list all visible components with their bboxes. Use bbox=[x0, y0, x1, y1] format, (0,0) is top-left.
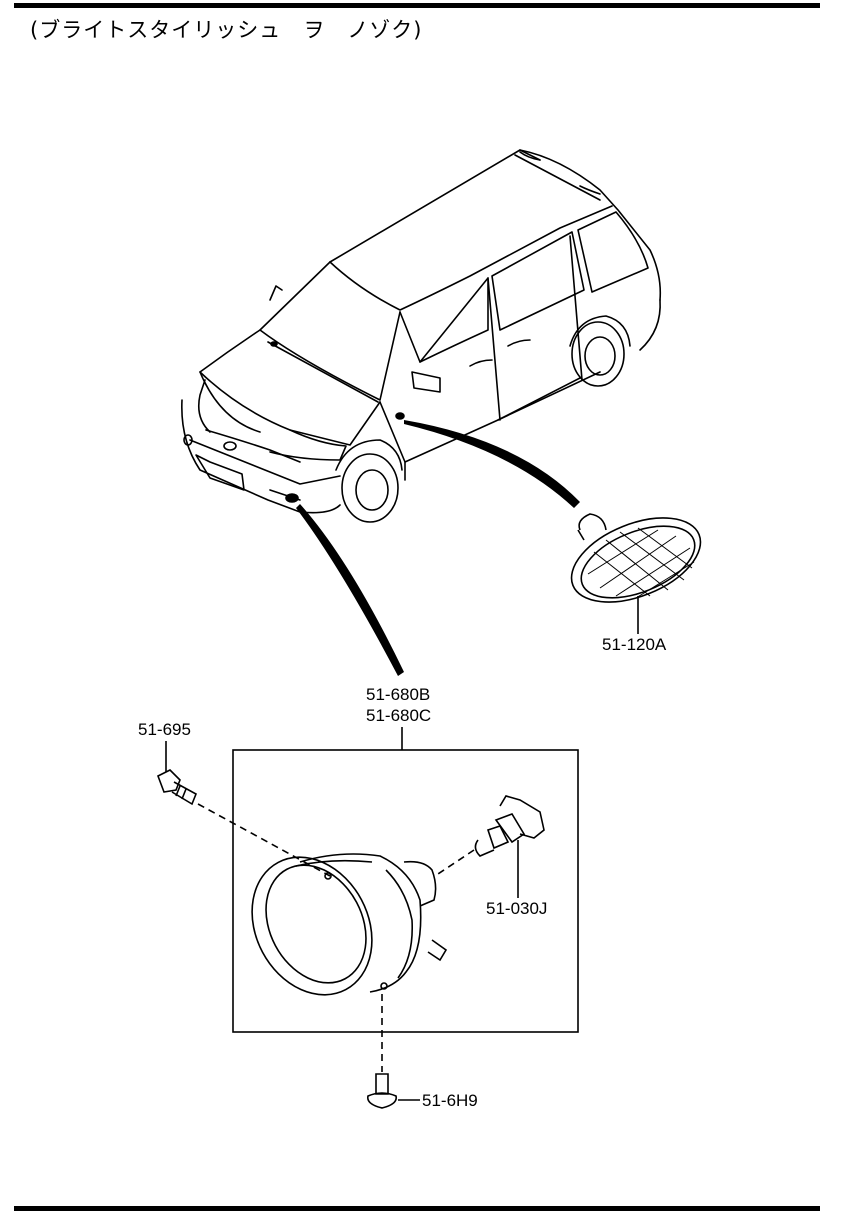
callout-51-680B: 51-680B bbox=[366, 685, 430, 704]
fog-lamp-assembly-box bbox=[232, 749, 579, 1033]
adjust-screw-dash-line bbox=[197, 803, 331, 877]
mount-screw-part bbox=[366, 1073, 398, 1109]
callout-51-695: 51-695 bbox=[138, 720, 191, 739]
callout-51-6H9: 51-6H9 bbox=[422, 1091, 478, 1110]
callout-51-120A: 51-120A bbox=[602, 635, 667, 654]
callout-51-680C: 51-680C bbox=[366, 706, 431, 725]
page-title: (ブライトスタイリッシュ ヲ ノゾク) bbox=[30, 18, 423, 42]
adjust-screw-part bbox=[156, 769, 198, 806]
fog-lamp-leader bbox=[296, 504, 404, 676]
side-lamp-leader bbox=[404, 420, 580, 508]
fog-lamp-part bbox=[251, 853, 448, 996]
side-turn-lamp-part bbox=[570, 513, 702, 603]
fog-bulb-part bbox=[474, 795, 545, 857]
bulb-dash-line bbox=[437, 849, 475, 875]
top-rule bbox=[14, 3, 820, 8]
callout-51-030J: 51-030J bbox=[486, 899, 547, 918]
bottom-rule bbox=[14, 1206, 820, 1211]
vehicle-illustration bbox=[181, 149, 662, 523]
